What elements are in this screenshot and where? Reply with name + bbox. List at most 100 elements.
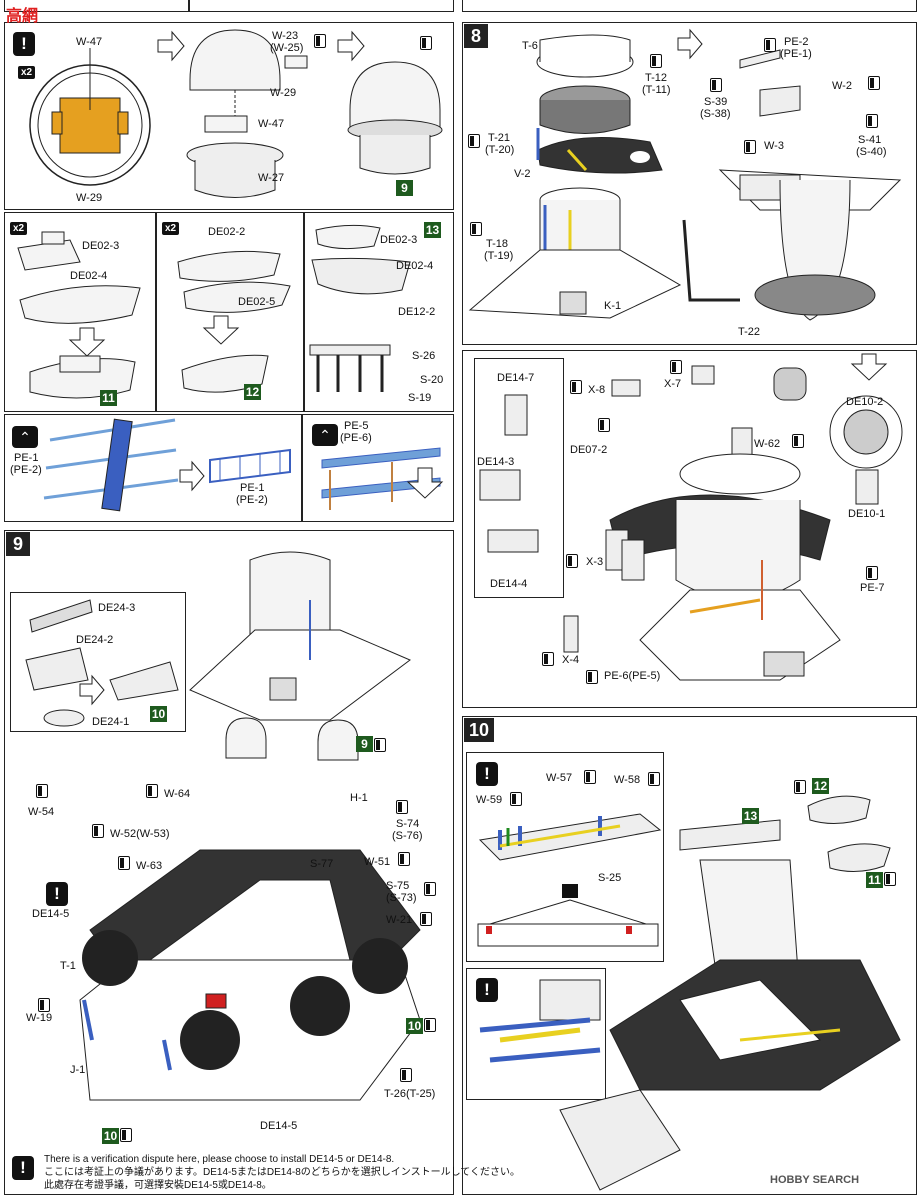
step-ref-badge: 9 [396,180,413,196]
step-ref-badge: 10 [150,706,167,722]
label-de14-5: DE14-5 [32,908,70,920]
label-de14-5b: DE14-5 [260,1120,298,1132]
label-pe1: PE-1 [14,452,39,464]
label-s38: (S-38) [700,108,731,120]
step-number: 9 [6,532,30,556]
label-pe2: PE-2 [784,36,809,48]
label-w23: W-23 [272,30,299,42]
label-de10-2: DE10-2 [846,396,884,408]
footer-line-en: There is a verification dispute here, pl… [44,1154,395,1165]
label-t26-t25: T-26(T-25) [384,1088,436,1100]
label-s76: (S-76) [392,830,423,842]
label-v2: V-2 [514,168,531,180]
label-de02-3b: DE02-3 [380,234,418,246]
footer-line-zh: 此處存在考證爭議，可選擇安裝DE14-5或DE14-8。 [44,1180,272,1191]
glue-icon [866,114,878,128]
label-w58: W-58 [614,774,641,786]
photo-etch-icon: ⌃ [12,426,38,448]
label-w51: W-51 [364,856,391,868]
label-de02-4: DE02-4 [70,270,108,282]
warning-icon: ! [476,978,498,1002]
glue-icon [764,38,776,52]
label-j1: J-1 [70,1064,86,1076]
label-s26: S-26 [412,350,436,362]
label-t21: T-21 [488,132,511,144]
label-pe7: PE-7 [860,582,885,594]
glue-icon [36,784,48,798]
label-s39: S-39 [704,96,728,108]
glue-icon [146,784,158,798]
glue-icon [420,912,432,926]
label-t11: (T-11) [642,84,671,96]
quantity-badge: x2 [10,222,28,235]
quantity-badge: x2 [162,222,180,235]
glue-icon [424,1018,436,1032]
glue-icon [396,800,408,814]
label-pe5: PE-5 [344,420,369,432]
label-de14-7: DE14-7 [497,372,535,384]
glue-icon [868,76,880,90]
label-de02-2: DE02-2 [208,226,246,238]
step-ref-badge: 11 [866,872,883,888]
glue-icon [424,882,436,896]
label-w27: W-27 [258,172,285,184]
label-t6: T-6 [522,40,538,52]
label-w29b: W-29 [270,87,297,99]
step-ref-badge: 10 [406,1018,423,1034]
label-pe1: (PE-1) [780,48,812,60]
label-w57: W-57 [546,772,573,784]
label-pe6: (PE-6) [340,432,372,444]
label-w64: W-64 [164,788,191,800]
glue-icon [374,738,386,752]
label-de24-3: DE24-3 [98,602,136,614]
label-de24-1: DE24-1 [92,716,130,728]
watermark-hobby-search: HOBBY SEARCH [770,1174,860,1186]
glue-icon [598,418,610,432]
panel-step7-top-strip-left [4,0,189,12]
label-w47: W-47 [76,36,103,48]
glue-icon [570,380,582,394]
label-de02-5: DE02-5 [238,296,276,308]
step-ref-badge: 9 [356,736,373,752]
label-s40: (S-40) [856,146,887,158]
label-s73: (S-73) [386,892,417,904]
glue-icon [542,652,554,666]
label-s20: S-20 [420,374,444,386]
label-w3: W-3 [764,140,784,152]
label-s77: S-77 [310,858,334,870]
glue-icon [794,780,806,794]
label-w29: W-29 [76,192,103,204]
glue-icon [420,36,432,50]
label-pe2b: (PE-2) [236,494,268,506]
quantity-badge: x2 [18,66,36,79]
label-h1: H-1 [350,792,368,804]
label-k1: K-1 [604,300,622,312]
glue-icon [650,54,662,68]
warning-icon: ! [13,32,35,56]
glue-icon [400,1068,412,1082]
step-number: 8 [464,24,488,48]
photo-etch-icon: ⌃ [312,424,338,446]
label-w21: W-21 [386,914,413,926]
step-number: 10 [464,718,494,742]
glue-icon [866,566,878,580]
step-ref-badge: 12 [812,778,829,794]
glue-icon [884,872,896,886]
glue-icon [566,554,578,568]
label-w2: W-2 [832,80,852,92]
label-de14-4: DE14-4 [490,578,528,590]
step-ref-badge: 11 [100,390,117,406]
label-w25: (W-25) [270,42,304,54]
glue-icon [744,140,756,154]
step-ref-badge: 12 [244,384,261,400]
label-x3: X-3 [586,556,604,568]
label-de07-2: DE07-2 [570,444,608,456]
label-t18: T-18 [486,238,509,250]
label-de02-3: DE02-3 [82,240,120,252]
